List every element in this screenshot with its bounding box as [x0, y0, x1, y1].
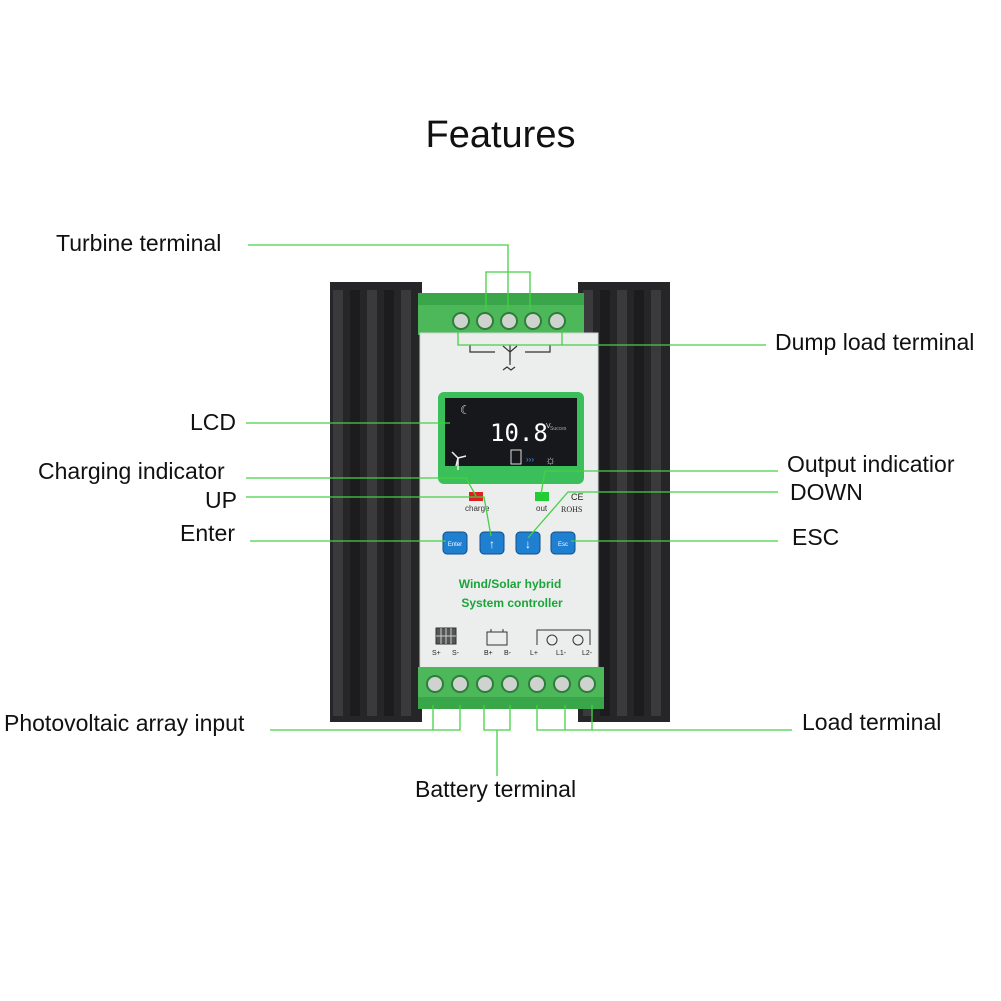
bottom-terminal-block: [418, 667, 604, 709]
moon-icon: ☾: [460, 403, 471, 417]
down-button[interactable]: ↓: [515, 531, 541, 555]
page-title: Features: [425, 114, 576, 156]
label-battery-terminal: Battery terminal: [415, 776, 577, 802]
lcd-module: ☾ 10.8 V Succes ››› ☼: [438, 392, 584, 484]
label-load-terminal: Load terminal: [802, 709, 942, 735]
terminal-label: L1-: [556, 650, 567, 657]
lcd-unit: V: [546, 423, 551, 430]
battery-symbol-icon: [486, 629, 508, 646]
bottom-terminal-labels: S+ S- B+ B- L+ L1- L2-: [432, 650, 593, 657]
label-lcd: LCD: [190, 409, 237, 435]
arrow-up-icon: ↑: [489, 537, 495, 551]
label-esc: ESC: [792, 524, 840, 550]
label-up: UP: [205, 487, 237, 513]
load-bulbs-icon: [536, 629, 591, 646]
terminal-label: B+: [484, 650, 493, 657]
lcd-small-text: Succes: [550, 426, 567, 432]
label-turbine-terminal: Turbine terminal: [56, 230, 222, 256]
label-charging-indicator: Charging indicator: [38, 458, 225, 484]
out-led: [535, 492, 549, 501]
svg-text:Enter: Enter: [448, 542, 462, 548]
product-line-1: Wind/Solar hybrid: [459, 577, 562, 591]
bottom-screw-icons: [426, 675, 596, 693]
wind-turbine-icon: [451, 451, 467, 470]
charge-led-label: charge: [465, 504, 490, 513]
product-line-2: System controller: [461, 596, 563, 610]
label-dump-load-terminal: Dump load terminal: [775, 329, 975, 355]
label-output-indicator: Output indicatior: [787, 451, 955, 477]
left-heatsink: [330, 282, 422, 722]
terminal-label: S-: [452, 650, 460, 657]
label-down: DOWN: [790, 479, 863, 505]
rohs-mark: ROHS: [561, 505, 582, 514]
lcd-reading: 10.8: [490, 419, 548, 447]
turbine-schematic-icon: [469, 345, 551, 371]
terminal-label: B-: [504, 650, 512, 657]
top-terminal-block: [418, 293, 584, 335]
callout-lines: [246, 244, 792, 776]
out-led-label: out: [536, 504, 548, 513]
up-button[interactable]: ↑: [479, 531, 505, 555]
arrow-flow-icon: ›››: [526, 455, 534, 464]
svg-text:Esc: Esc: [558, 542, 568, 548]
solar-panel-icon: [435, 627, 457, 645]
enter-button[interactable]: Enter: [442, 531, 468, 555]
terminal-label: S+: [432, 650, 441, 657]
controller-face-panel: [419, 332, 599, 684]
battery-icon: [510, 449, 522, 465]
terminal-label: L+: [530, 650, 538, 657]
arrow-down-icon: ↓: [525, 537, 531, 551]
top-screw-icons: [452, 312, 566, 330]
label-photovoltaic-array-input: Photovoltaic array input: [4, 710, 245, 736]
ce-mark: CE: [571, 492, 584, 502]
label-enter: Enter: [180, 520, 235, 546]
terminal-label: L2-: [582, 650, 593, 657]
bulb-icon: ☼: [545, 453, 556, 467]
esc-button[interactable]: Esc: [550, 531, 576, 555]
